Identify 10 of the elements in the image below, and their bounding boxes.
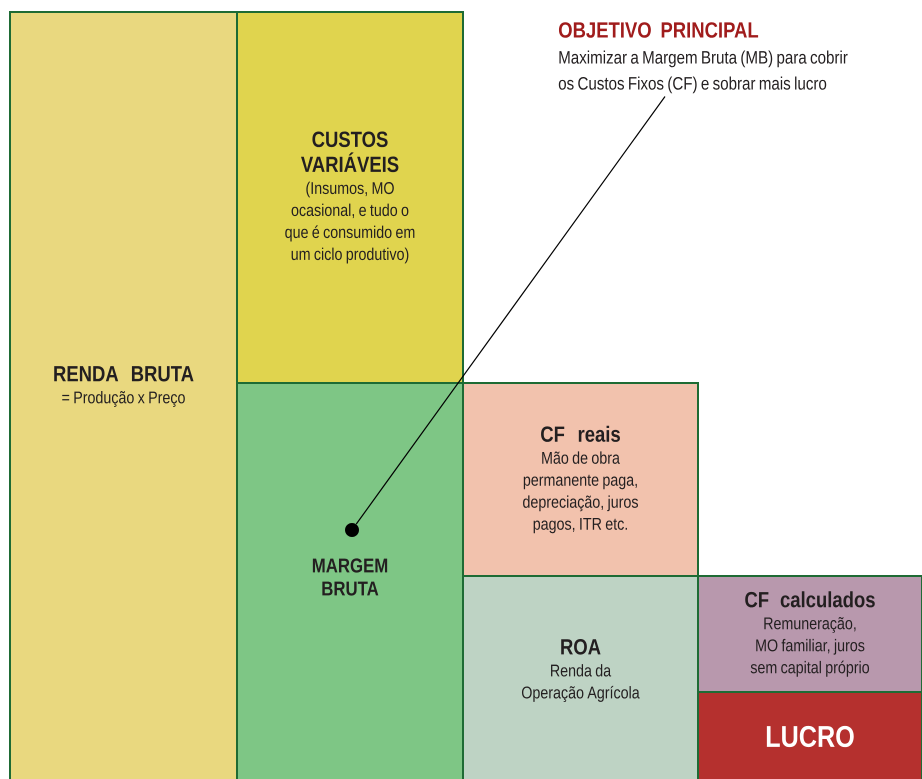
labeled-block: CF reais Mão de obra permanente paga, depreciação, juros pagos, ITR etc. — [462, 382, 699, 577]
labeled-block: RENDA BRUTA = Produção x Preço — [9, 11, 238, 779]
labeled-block: LUCRO — [697, 691, 922, 779]
labeled-block: CF calculados Remuneração, MO familiar, juros sem capital próprio — [697, 575, 922, 693]
labeled-block: MARGEM BRUTA — [236, 382, 464, 779]
callout-text: OBJETIVO PRINCIPAL Maximizar a Margem Bruta (MB) para cobrir os Custos Fixos (CF) e sobrar mais lucro — [558, 22, 848, 94]
leader-line — [356, 96, 666, 525]
labeled-block: ROA Renda da Operação Agrícola — [462, 575, 699, 779]
labeled-block: CUSTOS VARIÁVEIS (Insumos, MO ocasional, e tudo o que é consumido em um ciclo produtivo) — [236, 11, 464, 384]
leader-dot — [345, 523, 359, 537]
